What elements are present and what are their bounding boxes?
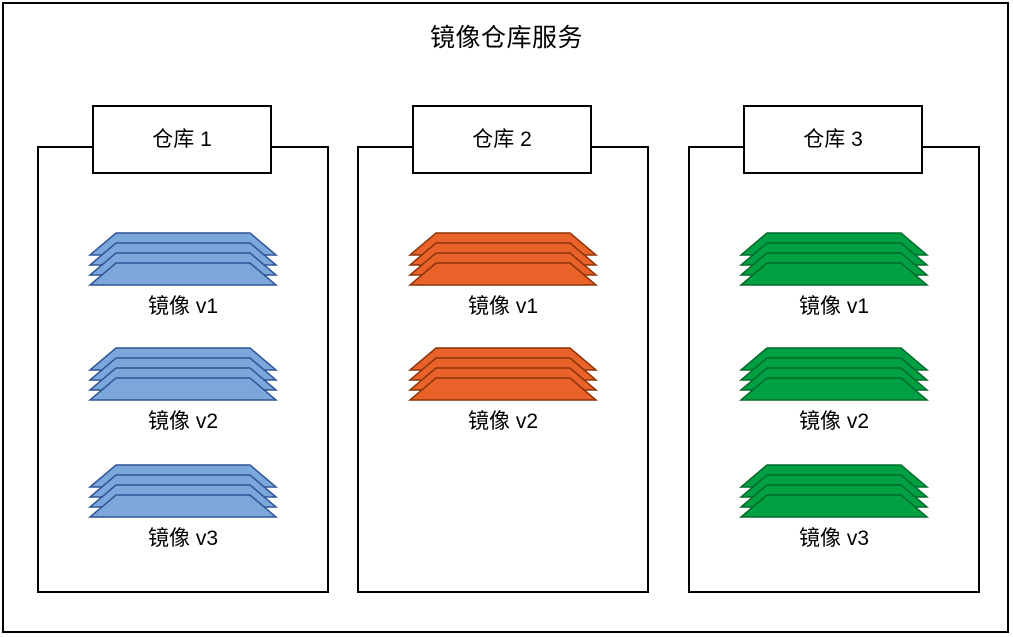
- image-label: 镜像 v1: [798, 295, 869, 318]
- image-label: 镜像 v1: [147, 295, 218, 318]
- image-layer-stack-icon: [87, 347, 279, 401]
- image-item[interactable]: 镜像 v2: [357, 347, 649, 458]
- image-layer-stack-icon: [407, 347, 599, 401]
- repository-header-label: 仓库 3: [803, 127, 863, 151]
- repository-header-3[interactable]: 仓库 3: [743, 105, 923, 174]
- image-label: 镜像 v3: [147, 527, 218, 550]
- image-label: 镜像 v3: [798, 527, 869, 550]
- image-item[interactable]: 镜像 v1: [357, 232, 649, 343]
- image-layer-stack-icon: [407, 232, 599, 286]
- image-item[interactable]: 镜像 v1: [37, 232, 329, 343]
- image-label: 镜像 v2: [467, 410, 538, 433]
- repository-header-1[interactable]: 仓库 1: [92, 105, 272, 174]
- image-layer-stack-icon: [738, 464, 930, 518]
- image-layer-stack-icon: [87, 464, 279, 518]
- image-item[interactable]: 镜像 v2: [37, 347, 329, 458]
- image-layer-stack-icon: [87, 232, 279, 286]
- image-layer-stack-icon: [738, 232, 930, 286]
- page-title: 镜像仓库服务: [429, 24, 583, 52]
- repository-2[interactable]: 仓库 2 镜像 v1 镜像 v2: [357, 105, 649, 595]
- repository-header-label: 仓库 2: [472, 127, 532, 151]
- image-label: 镜像 v2: [147, 410, 218, 433]
- repository-header-label: 仓库 1: [152, 127, 212, 151]
- image-layer-stack-icon: [738, 347, 930, 401]
- image-item[interactable]: 镜像 v3: [688, 464, 980, 575]
- repository-3[interactable]: 仓库 3 镜像 v1 镜像 v2 镜像 v3: [688, 105, 980, 595]
- image-label: 镜像 v1: [467, 295, 538, 318]
- image-item[interactable]: 镜像 v2: [688, 347, 980, 458]
- image-item[interactable]: 镜像 v1: [688, 232, 980, 343]
- image-item[interactable]: 镜像 v3: [37, 464, 329, 575]
- repository-1[interactable]: 仓库 1 镜像 v1 镜像 v2 镜像 v3: [37, 105, 329, 595]
- repository-header-2[interactable]: 仓库 2: [412, 105, 592, 174]
- image-label: 镜像 v2: [798, 410, 869, 433]
